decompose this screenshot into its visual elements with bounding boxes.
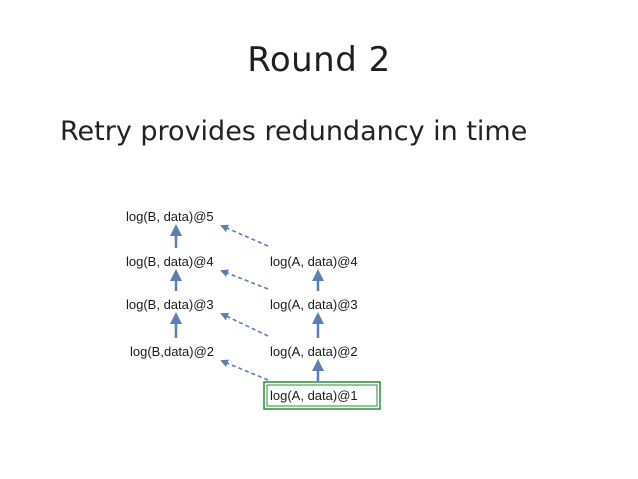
node-a4: log(A, data)@4 — [270, 254, 358, 269]
node-b5: log(B, data)@5 — [126, 209, 214, 224]
node-b3: log(B, data)@3 — [126, 297, 214, 312]
edges-layer — [170, 224, 324, 382]
node-a3: log(A, data)@3 — [270, 297, 358, 312]
slide-subtitle: Retry provides redundancy in time — [60, 116, 528, 147]
dashed-arrow — [220, 312, 269, 337]
node-b2: log(B,data)@2 — [130, 344, 214, 359]
node-a1: log(A, data)@1 — [270, 388, 358, 403]
dashed-arrow — [220, 269, 269, 290]
highlight-box-inner — [266, 384, 378, 407]
dashed-arrow — [220, 224, 269, 247]
dashed-arrow — [220, 359, 269, 381]
slide-title: Round 2 — [247, 40, 391, 80]
node-b4: log(B, data)@4 — [126, 254, 214, 269]
node-a2: log(A, data)@2 — [270, 344, 358, 359]
highlight-box-outer — [263, 381, 381, 410]
